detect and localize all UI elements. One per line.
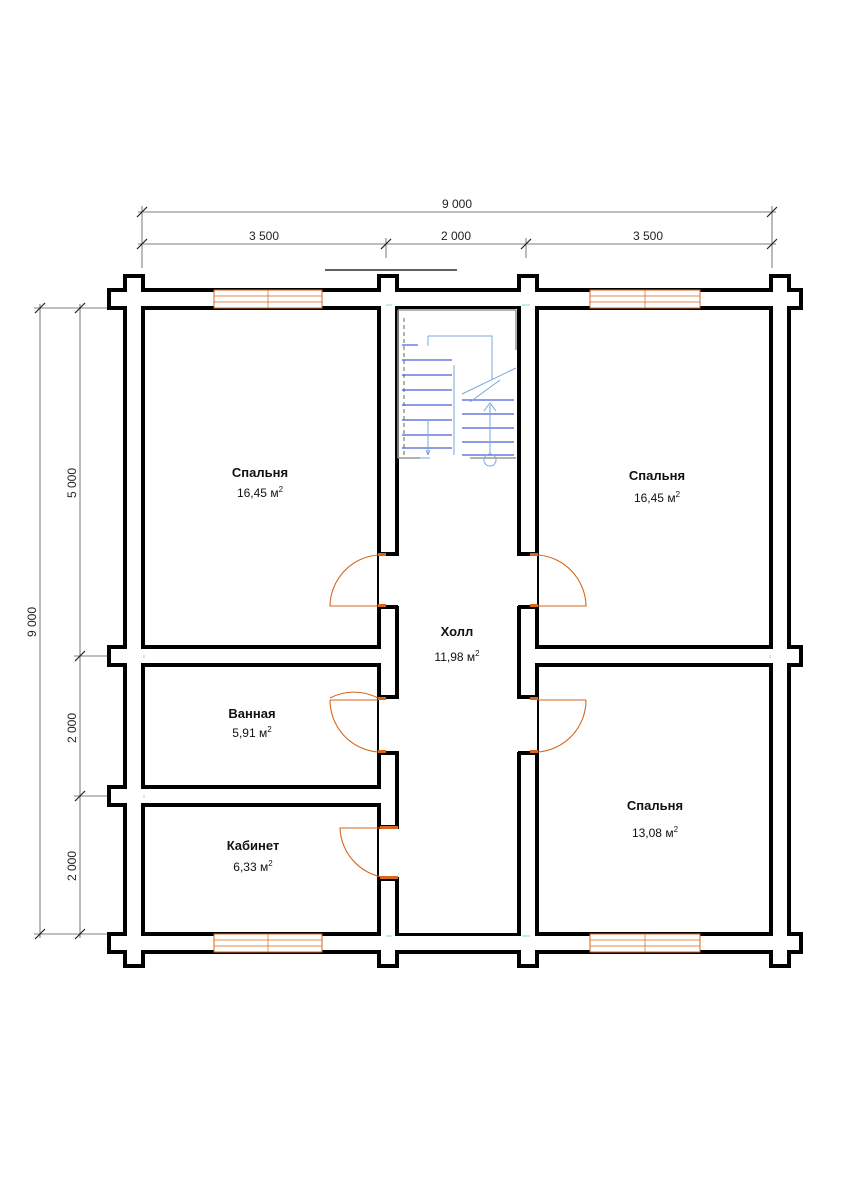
door-office: [339, 826, 398, 879]
top-dimensions: 9 000 3 500 2 000 3 500: [136, 197, 778, 271]
room-bedroom-top-right: Спальня 16,45 м2: [629, 468, 685, 505]
window-bottom-left: [213, 933, 323, 953]
room-area: 11,98 м2: [434, 649, 480, 664]
door-bedroom-top-left: [329, 553, 386, 607]
door-bedroom-top-right: [530, 553, 587, 607]
wall-joint-markers: [143, 304, 771, 937]
dimension-left-top: 5 000: [65, 468, 79, 498]
door-bedroom-bottom-right: [530, 697, 587, 753]
room-bathroom: Ванная 5,91 м2: [228, 706, 275, 740]
dimension-top-left: 3 500: [249, 229, 279, 243]
room-name: Спальня: [232, 465, 288, 480]
dimension-left-total: 9 000: [25, 607, 39, 637]
room-area: 16,45 м2: [634, 490, 681, 505]
window-bottom-right: [589, 933, 701, 953]
walls: [107, 274, 803, 968]
room-area: 6,33 м2: [233, 859, 273, 874]
stair-steps-right: [461, 367, 517, 456]
dimension-top-right: 3 500: [633, 229, 663, 243]
left-dimensions: 9 000 5 000 2 000 2 000: [25, 302, 108, 940]
staircase: [397, 309, 517, 467]
room-office: Кабинет 6,33 м2: [227, 838, 280, 874]
window-top-left: [213, 289, 323, 309]
room-name: Кабинет: [227, 838, 280, 853]
room-area: 13,08 м2: [632, 825, 679, 840]
room-name: Спальня: [627, 798, 683, 813]
stair-steps-left: [402, 344, 452, 449]
room-name: Ванная: [228, 706, 275, 721]
dimension-top-total: 9 000: [442, 197, 472, 211]
dimension-left-bottom: 2 000: [65, 851, 79, 881]
room-bedroom-top-left: Спальня 16,45 м2: [232, 465, 288, 500]
room-name: Спальня: [629, 468, 685, 483]
window-top-right: [589, 289, 701, 309]
room-hall: Холл 11,98 м2: [434, 624, 480, 664]
windows: [213, 289, 701, 953]
door-bathroom: [329, 691, 386, 753]
dimension-top-middle: 2 000: [441, 229, 471, 243]
dimension-left-middle: 2 000: [65, 713, 79, 743]
room-name: Холл: [441, 624, 474, 639]
room-area: 5,91 м2: [232, 725, 272, 740]
room-area: 16,45 м2: [237, 485, 284, 500]
room-bedroom-bottom-right: Спальня 13,08 м2: [627, 798, 683, 840]
doors: [329, 553, 587, 879]
